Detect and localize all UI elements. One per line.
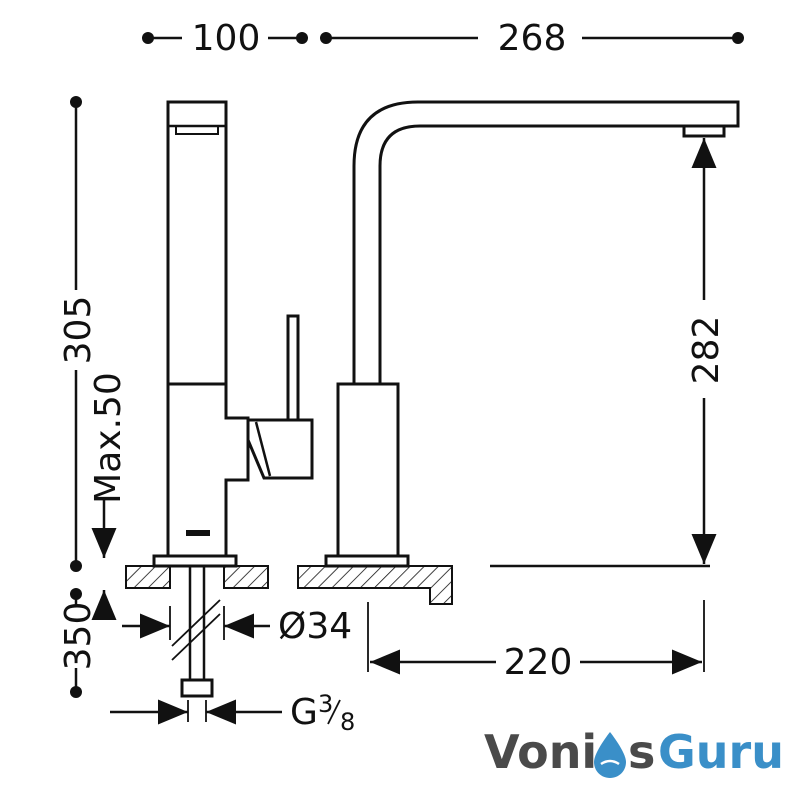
dimension-dot [70,686,82,698]
deck-hatch-main [297,565,453,605]
logo-text-s: s [628,725,655,779]
dimension-label-282: 282 [686,316,727,385]
brand-mark [186,530,210,536]
dimension-label-220: 220 [504,642,573,683]
dimension-label-350: 350 [58,602,99,671]
dimension-diameter: Ø34 [122,606,352,647]
dimension-label-max50: Max.50 [88,372,129,504]
front-base-plate [324,554,410,568]
fraction-slash [327,699,341,725]
dimension-label-thread-numerator: 3 [318,690,333,718]
left-dimension-350: 350 [58,588,99,698]
dimension-thread: G 3 8 [110,690,355,736]
front-aerator [682,124,726,138]
top-dimension-100: 100 [142,18,308,59]
dimension-label-diameter: Ø34 [278,606,352,647]
deck-hatch-right [223,565,269,589]
side-base-plate [152,554,238,568]
dimension-label-thread-g: G [290,692,318,733]
logo-text-voni: Voni [484,725,597,779]
logo-text-guru: Guru [658,725,784,779]
watermark-logo: Voni s Guru [484,725,784,779]
dimension-dot [296,32,308,44]
dimension-label-268: 268 [498,18,567,59]
right-dimension-282: 282 [686,138,727,564]
dimension-dot [732,32,744,44]
connection-fitting [180,678,214,698]
front-body [336,382,400,558]
left-dimension-305: 305 [58,96,99,572]
bottom-dimension-220: 220 [367,600,705,683]
faucet-side-view [152,100,314,698]
dimension-label-100: 100 [192,18,261,59]
top-dimension-268: 268 [320,18,744,59]
left-dimension-max50: Max.50 [88,372,129,620]
side-lever-handle [286,314,300,426]
deck-hatch-left [125,565,171,589]
break-line [171,599,221,647]
dimension-dot [70,560,82,572]
side-lever-edge [254,421,272,477]
side-lever-body [246,418,314,480]
dimension-label-305: 305 [58,296,99,365]
side-body-upper [166,100,228,386]
countertop [125,564,710,605]
water-drop-icon [594,732,626,778]
spout [352,100,740,386]
dimension-label-thread-denominator: 8 [340,708,355,736]
break-line [171,613,221,661]
faucet-front-view [324,100,740,568]
